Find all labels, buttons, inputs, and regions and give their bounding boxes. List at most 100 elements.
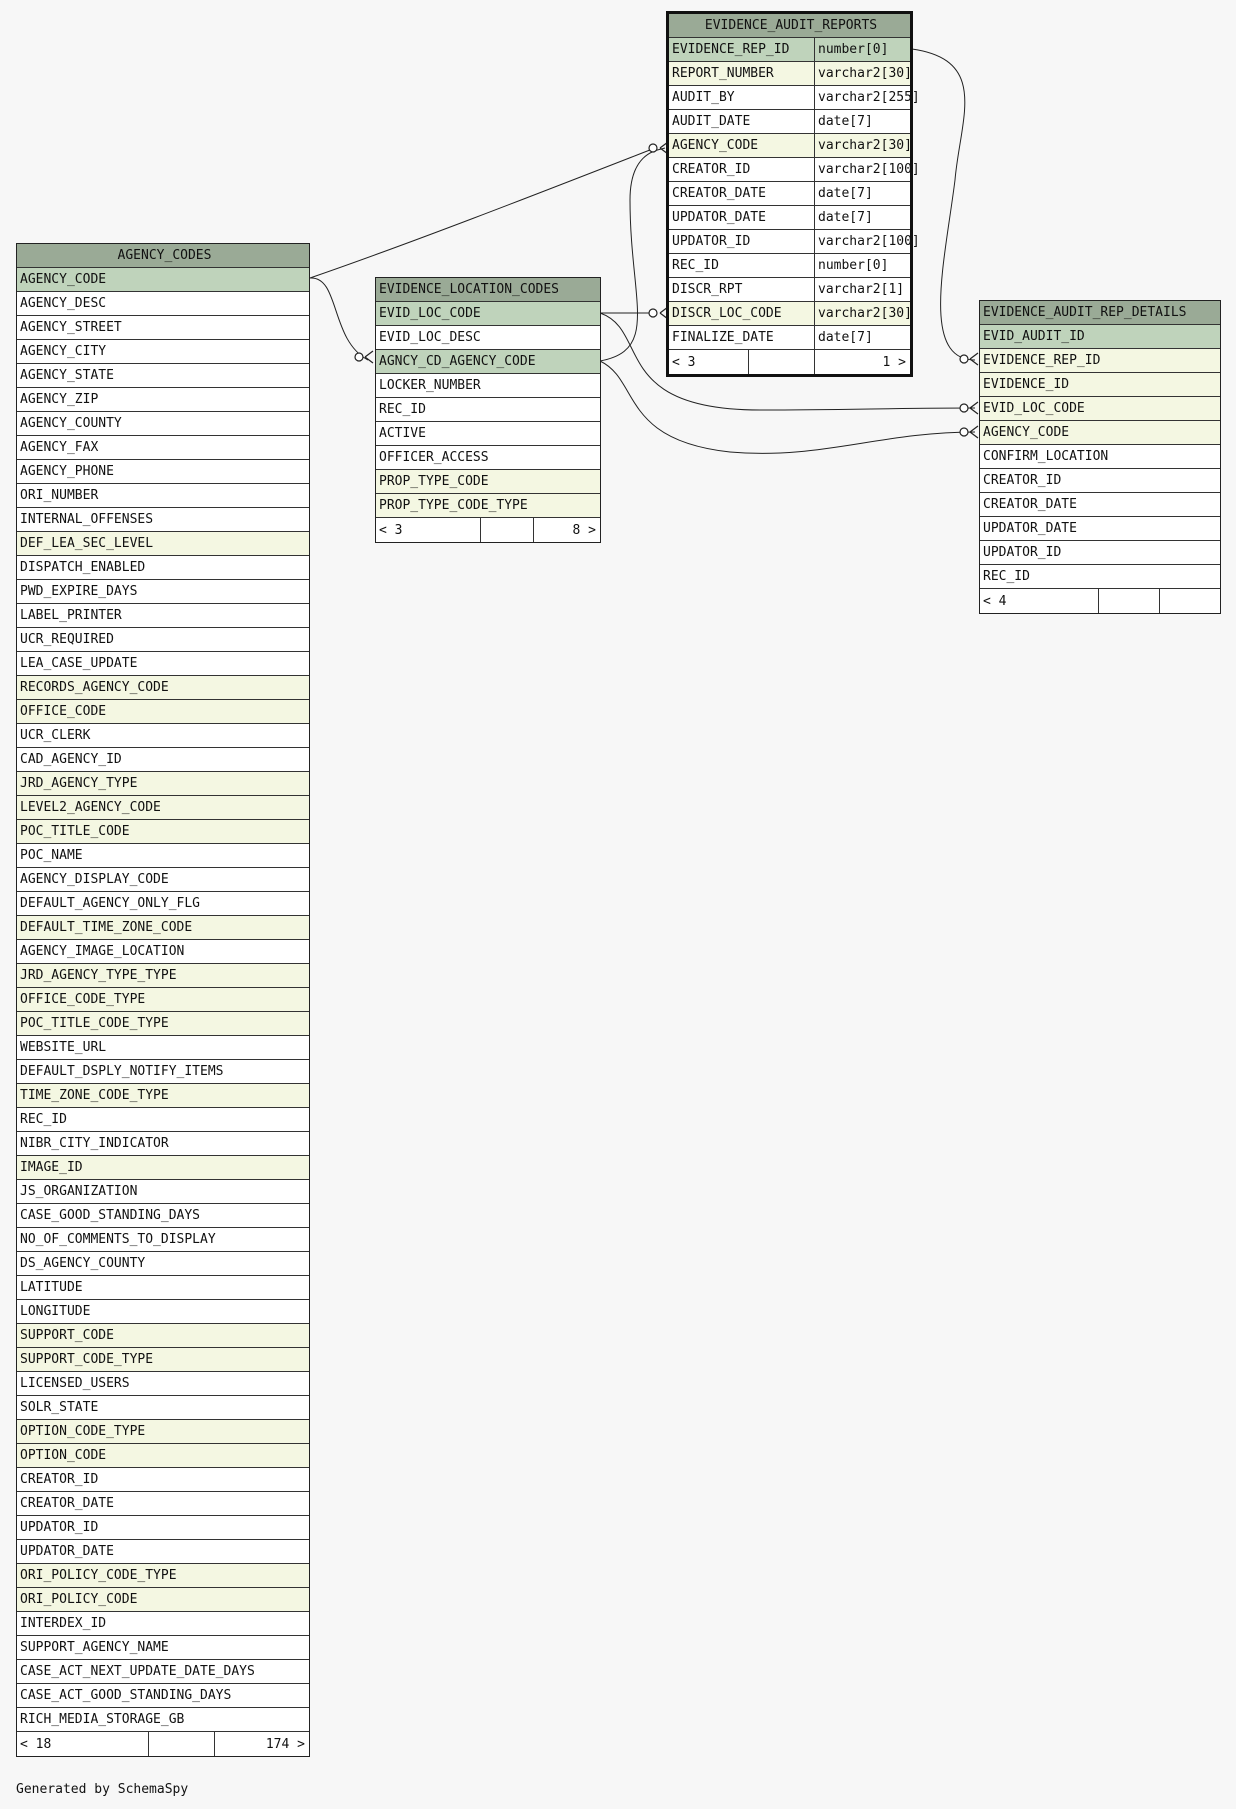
column-row[interactable]: CASE_GOOD_STANDING_DAYS xyxy=(17,1204,309,1228)
column-row[interactable]: CREATOR_ID xyxy=(17,1468,309,1492)
column-row[interactable]: UCR_CLERK xyxy=(17,724,309,748)
column-row[interactable]: PROP_TYPE_CODE_TYPE xyxy=(376,494,600,518)
column-row[interactable]: OPTION_CODE xyxy=(17,1444,309,1468)
column-row[interactable]: AGENCY_ZIP xyxy=(17,388,309,412)
footer-children[interactable]: 8 > xyxy=(572,522,596,538)
column-row[interactable]: UCR_REQUIRED xyxy=(17,628,309,652)
table-header[interactable]: EVIDENCE_AUDIT_REPORTS xyxy=(669,14,910,38)
column-row[interactable]: UPDATOR_DATE xyxy=(17,1540,309,1564)
column-row[interactable]: REC_ID xyxy=(376,398,600,422)
column-row[interactable]: EVID_LOC_CODE xyxy=(980,397,1220,421)
column-row[interactable]: OFFICE_CODE_TYPE xyxy=(17,988,309,1012)
column-row[interactable]: DEFAULT_TIME_ZONE_CODE xyxy=(17,916,309,940)
column-row[interactable]: OPTION_CODE_TYPE xyxy=(17,1420,309,1444)
column-row[interactable]: CREATOR_DATE xyxy=(17,1492,309,1516)
column-row[interactable]: RICH_MEDIA_STORAGE_GB xyxy=(17,1708,309,1732)
column-row[interactable]: SUPPORT_AGENCY_NAME xyxy=(17,1636,309,1660)
column-row[interactable]: DS_AGENCY_COUNTY xyxy=(17,1252,309,1276)
column-row[interactable]: WEBSITE_URL xyxy=(17,1036,309,1060)
column-row[interactable]: RECORDS_AGENCY_CODE xyxy=(17,676,309,700)
column-row[interactable]: REC_ID xyxy=(980,565,1220,589)
column-row[interactable]: AGENCY_FAX xyxy=(17,436,309,460)
column-row[interactable]: CONFIRM_LOCATION xyxy=(980,445,1220,469)
column-row[interactable]: AGENCY_CODE xyxy=(980,421,1220,445)
column-row[interactable]: JS_ORGANIZATION xyxy=(17,1180,309,1204)
column-row[interactable]: EVIDENCE_ID xyxy=(980,373,1220,397)
column-row[interactable]: PROP_TYPE_CODE xyxy=(376,470,600,494)
column-row[interactable]: POC_NAME xyxy=(17,844,309,868)
column-row[interactable]: LOCKER_NUMBER xyxy=(376,374,600,398)
column-row[interactable]: NIBR_CITY_INDICATOR xyxy=(17,1132,309,1156)
column-row[interactable]: AGENCY_STATE xyxy=(17,364,309,388)
column-row[interactable]: ACTIVE xyxy=(376,422,600,446)
column-row[interactable]: AGENCY_DESC xyxy=(17,292,309,316)
column-row[interactable]: AGENCY_IMAGE_LOCATION xyxy=(17,940,309,964)
footer-children[interactable]: 174 > xyxy=(265,1736,305,1752)
footer-parents[interactable]: < 4 xyxy=(983,593,1007,609)
column-row[interactable]: AGENCY_CODE xyxy=(17,268,309,292)
column-row[interactable]: INTERNAL_OFFENSES xyxy=(17,508,309,532)
column-row[interactable]: DEFAULT_DSPLY_NOTIFY_ITEMS xyxy=(17,1060,309,1084)
column-row[interactable]: POC_TITLE_CODE_TYPE xyxy=(17,1012,309,1036)
column-row[interactable]: SUPPORT_CODE xyxy=(17,1324,309,1348)
column-row[interactable]: AGENCY_COUNTY xyxy=(17,412,309,436)
column-row[interactable]: REC_ID xyxy=(17,1108,309,1132)
table-header[interactable]: EVIDENCE_AUDIT_REP_DETAILS xyxy=(980,301,1220,325)
column-row[interactable]: DEFAULT_AGENCY_ONLY_FLG xyxy=(17,892,309,916)
table-header[interactable]: AGENCY_CODES xyxy=(17,244,309,268)
column-row[interactable]: JRD_AGENCY_TYPE_TYPE xyxy=(17,964,309,988)
column-row[interactable]: CREATOR_DATE xyxy=(980,493,1220,517)
column-row[interactable]: AGENCY_CITY xyxy=(17,340,309,364)
column-row[interactable]: TIME_ZONE_CODE_TYPE xyxy=(17,1084,309,1108)
table-evidence-audit-rep-details[interactable]: EVIDENCE_AUDIT_REP_DETAILS EVID_AUDIT_ID… xyxy=(979,300,1221,614)
column-row[interactable]: CASE_ACT_NEXT_UPDATE_DATE_DAYS xyxy=(17,1660,309,1684)
column-row[interactable]: IMAGE_ID xyxy=(17,1156,309,1180)
column-row[interactable]: LATITUDE xyxy=(17,1276,309,1300)
column-row[interactable]: LEVEL2_AGENCY_CODE xyxy=(17,796,309,820)
column-row[interactable]: EVIDENCE_REP_ID xyxy=(980,349,1220,373)
column-row[interactable]: EVID_LOC_CODE xyxy=(376,302,600,326)
column-row[interactable]: AGENCY_PHONE xyxy=(17,460,309,484)
column-row[interactable]: AGENCY_STREET xyxy=(17,316,309,340)
column-row[interactable]: AGNCY_CD_AGENCY_CODE xyxy=(376,350,600,374)
column-row[interactable]: CASE_ACT_GOOD_STANDING_DAYS xyxy=(17,1684,309,1708)
column-row[interactable]: NO_OF_COMMENTS_TO_DISPLAY xyxy=(17,1228,309,1252)
column-row[interactable]: INTERDEX_ID xyxy=(17,1612,309,1636)
column-row[interactable]: SUPPORT_CODE_TYPE xyxy=(17,1348,309,1372)
footer-parents[interactable]: < 3 xyxy=(379,522,403,538)
column-row[interactable]: ORI_POLICY_CODE xyxy=(17,1588,309,1612)
footer-children[interactable] xyxy=(1160,589,1220,613)
column-row[interactable]: LABEL_PRINTER xyxy=(17,604,309,628)
column-row[interactable]: CREATOR_ID xyxy=(980,469,1220,493)
footer-children[interactable]: 1 > xyxy=(882,354,906,370)
column-row[interactable]: DISPATCH_ENABLED xyxy=(17,556,309,580)
column-row[interactable]: POC_TITLE_CODE xyxy=(17,820,309,844)
column-row[interactable]: EVID_LOC_DESC xyxy=(376,326,600,350)
column-row[interactable]: ORI_NUMBER xyxy=(17,484,309,508)
footer-parents[interactable]: < 3 xyxy=(672,354,696,370)
column-row[interactable]: JRD_AGENCY_TYPE xyxy=(17,772,309,796)
column-row[interactable]: UPDATOR_ID xyxy=(980,541,1220,565)
footer-parents[interactable]: < 18 xyxy=(20,1736,52,1752)
column-row[interactable]: UPDATOR_ID xyxy=(17,1516,309,1540)
column-row[interactable]: OFFICER_ACCESS xyxy=(376,446,600,470)
column-row[interactable]: LONGITUDE xyxy=(17,1300,309,1324)
column-row[interactable]: EVID_AUDIT_ID xyxy=(980,325,1220,349)
column-row[interactable]: ORI_POLICY_CODE_TYPE xyxy=(17,1564,309,1588)
column-row[interactable]: UPDATOR_DATE xyxy=(980,517,1220,541)
